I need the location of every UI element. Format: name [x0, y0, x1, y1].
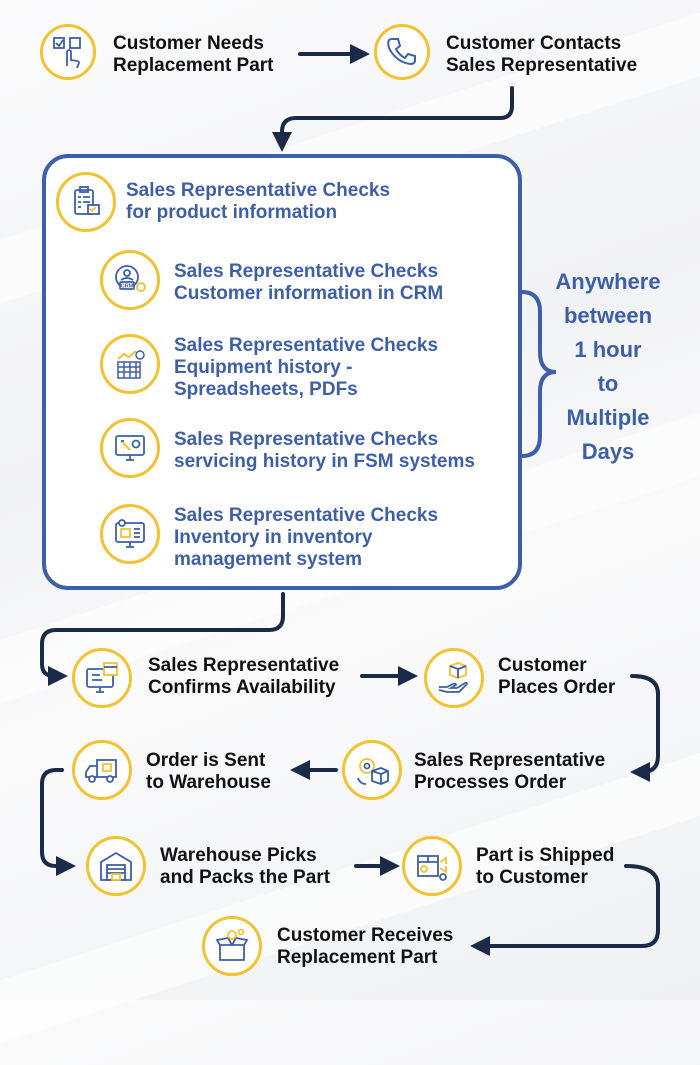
clipboard-checklist-icon [56, 172, 116, 232]
step-equipment-history: Sales Representative Checks Equipment hi… [174, 335, 439, 400]
spreadsheet-chart-icon [100, 334, 160, 394]
arrow-sent-to-picks [40, 768, 76, 876]
step-picks-packs: Warehouse Picks and Packs the Part [160, 845, 331, 888]
touch-select-icon [40, 24, 96, 80]
step-part-shipped: Part is Shipped to Customer [476, 845, 615, 888]
warehouse-icon [86, 836, 146, 896]
shipping-box-icon [402, 836, 462, 896]
step-places-order: Customer Places Order [498, 655, 616, 698]
arrow-shipped-to-receives [470, 864, 660, 956]
duration-brace [520, 290, 557, 458]
hand-box-icon [424, 648, 484, 708]
monitor-calendar-icon [72, 648, 132, 708]
arrow-contacts-to-panel [272, 86, 514, 152]
phone-icon [374, 24, 430, 80]
duration-note: Anywhere between 1 hour to Multiple Days [555, 269, 661, 464]
arrow-panel-to-confirms [40, 592, 285, 686]
monitor-tools-icon [100, 418, 160, 478]
step-confirms-availability: Sales Representative Confirms Availabili… [148, 655, 340, 698]
crm-gear-icon: CRM [100, 250, 160, 310]
box-gear-icon [342, 740, 402, 800]
arrow-places-to-processes [630, 674, 660, 782]
step-crm: Sales Representative Checks Customer inf… [174, 261, 444, 304]
flow-connectors [40, 44, 660, 956]
step-receives-part: Customer Receives Replacement Part [277, 925, 454, 968]
step-inventory: Sales Representative Checks Inventory in… [174, 505, 439, 570]
step-processes-order: Sales Representative Processes Order [414, 750, 606, 793]
delivery-truck-icon [72, 740, 132, 800]
step-fsm: Sales Representative Checks servicing hi… [174, 429, 475, 472]
svg-text:CRM: CRM [121, 284, 134, 290]
monitor-inventory-icon [100, 504, 160, 564]
open-box-gear-icon [202, 916, 262, 976]
step-customer-contacts: Customer Contacts Sales Representative [446, 33, 638, 76]
step-sent-to-warehouse: Order is Sent to Warehouse [146, 750, 271, 793]
step-customer-needs: Customer Needs Replacement Part [113, 33, 274, 76]
step-product-info: Sales Representative Checks for product … [126, 180, 391, 223]
